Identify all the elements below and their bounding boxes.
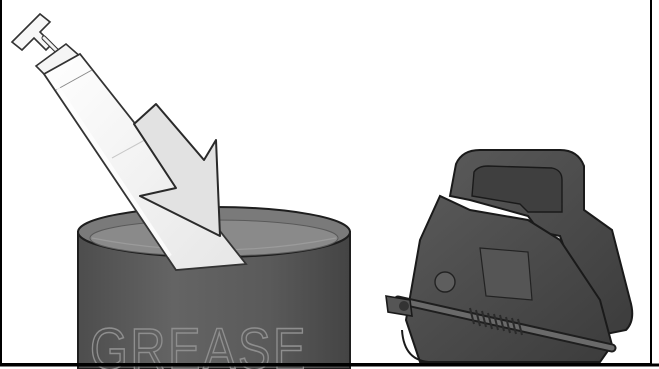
power-tool-icon	[386, 150, 632, 362]
barrel-label: GREASE	[90, 317, 308, 369]
